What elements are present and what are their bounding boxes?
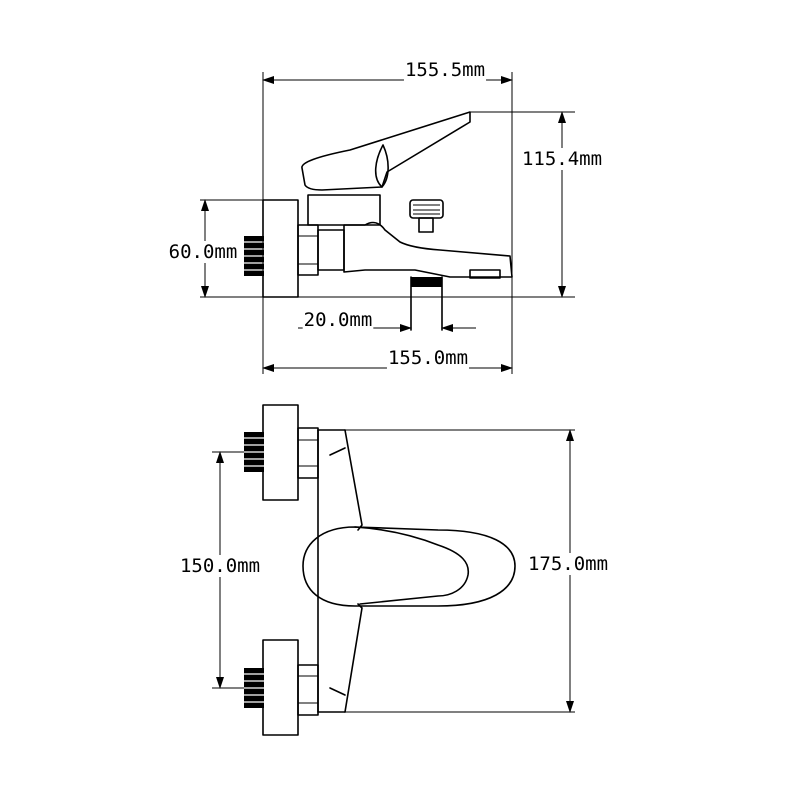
dim-label-backing	[178, 555, 262, 577]
side-diverter-knob	[409, 199, 444, 219]
dim-label-backing	[167, 241, 239, 263]
side-lever-curve	[374, 144, 389, 188]
side-shower-outlet	[469, 269, 501, 279]
side-wall-flange	[262, 199, 299, 298]
dim-label-backing	[520, 148, 604, 170]
plan-view: 150.0mm 175.0mm	[178, 404, 610, 736]
dim-label-plan-depth: 175.0mm	[528, 553, 608, 575]
dim-label-spout-diameter: 20.0mm	[304, 309, 373, 331]
side-view: 155.5mm 115.4mm 60.0mm 20.0mm 155.0mm	[167, 59, 604, 374]
side-lever-handle	[301, 111, 471, 191]
plan-lever-handle	[302, 526, 516, 607]
side-diverter-stem	[418, 217, 434, 233]
plan-lower-flange	[262, 639, 299, 736]
side-cartridge-block	[307, 194, 381, 226]
plan-lever-inner	[354, 526, 470, 605]
dim-label-bottom-width: 155.0mm	[388, 347, 468, 369]
dim-label-backing	[526, 553, 610, 575]
side-connector	[317, 229, 345, 271]
dim-label-top-width: 155.5mm	[405, 59, 485, 81]
plan-upper-wedge	[344, 429, 363, 531]
side-body-spout	[343, 221, 513, 278]
plan-lower-nut	[297, 664, 319, 716]
dim-label-backing	[386, 347, 470, 369]
side-thread-lines	[244, 241, 264, 271]
dim-label-backing	[302, 309, 374, 331]
dim-label-inlet-height: 60.0mm	[169, 241, 238, 263]
plan-upper-flange	[262, 404, 299, 501]
dim-label-inlet-spacing: 150.0mm	[180, 555, 260, 577]
plan-lower-wedge	[344, 603, 363, 713]
dim-label-backing	[403, 59, 487, 81]
side-aerator	[411, 277, 442, 287]
side-hex-nut	[297, 224, 319, 276]
dim-label-height: 115.4mm	[522, 148, 602, 170]
plan-upper-nut	[297, 427, 319, 479]
